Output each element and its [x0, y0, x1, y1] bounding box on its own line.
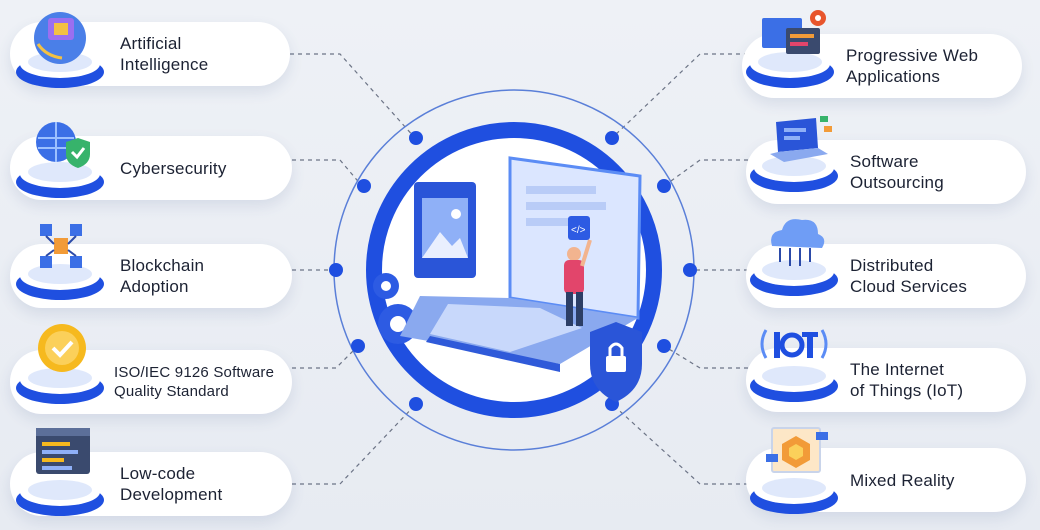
- item-label: Distributed Cloud Services: [850, 255, 967, 297]
- web-app-icon: [740, 6, 840, 96]
- laptop-developer-icon: </>: [360, 128, 680, 428]
- connector-ai: [290, 54, 415, 138]
- iot-signal-icon: [744, 316, 844, 406]
- item-label: Progressive Web Applications: [846, 45, 978, 87]
- item-label: Artificial Intelligence: [120, 33, 208, 75]
- node-dot-cloud: [683, 263, 697, 277]
- connector-pwa: [612, 54, 748, 138]
- laptop-code-icon: [744, 106, 844, 196]
- item-label: Low-code Development: [120, 463, 222, 505]
- item-label: The Internet of Things (IoT): [850, 359, 963, 401]
- blockchain-blocks-icon: [10, 218, 110, 308]
- item-label: Cybersecurity: [120, 158, 227, 179]
- connector-cyber: [292, 160, 362, 186]
- item-label: Mixed Reality: [850, 470, 955, 491]
- image-card-icon: [414, 182, 476, 278]
- cloud-network-icon: [744, 210, 844, 300]
- svg-text:</>: </>: [571, 225, 586, 236]
- node-dot-blockchain: [329, 263, 343, 277]
- item-label: Software Outsourcing: [850, 151, 944, 193]
- mixed-reality-icon: [744, 418, 844, 518]
- connector-iso: [292, 346, 358, 368]
- item-label: Blockchain Adoption: [120, 255, 204, 297]
- code-window-icon: [10, 420, 110, 520]
- lock-shield-icon: [590, 322, 642, 402]
- globe-shield-icon: [10, 116, 110, 206]
- quality-badge-icon: [10, 318, 110, 408]
- ai-chip-icon: [10, 6, 110, 96]
- item-label: ISO/IEC 9126 Software Quality Standard: [114, 363, 274, 401]
